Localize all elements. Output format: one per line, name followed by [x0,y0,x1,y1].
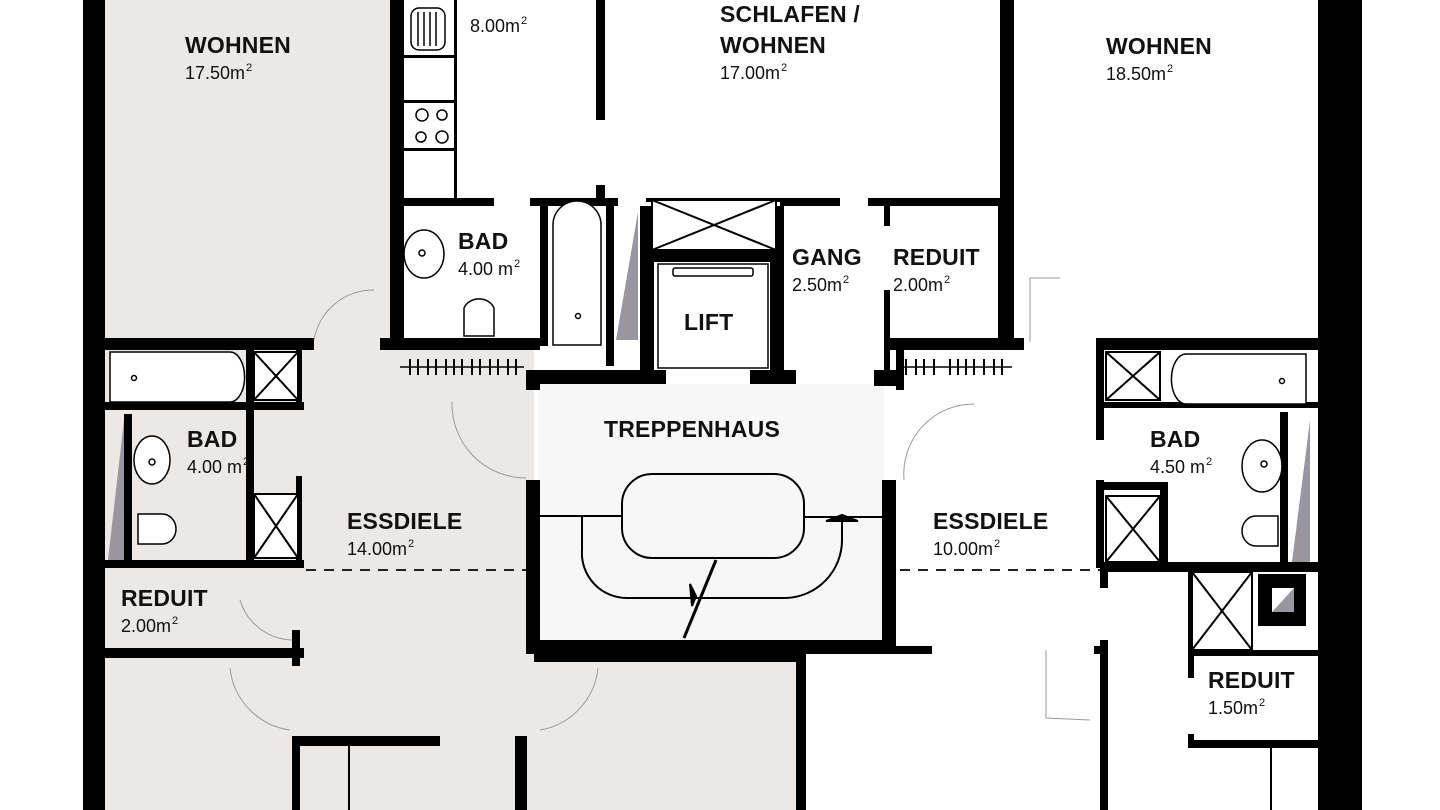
shaft-wedge-left [108,420,124,560]
room-label-reduit-top: REDUIT 2.00m2 [893,244,980,295]
wohnen-left-area [104,0,392,340]
room-name: BAD [458,228,509,254]
room-label-lift: LIFT [684,311,733,334]
room-name: WOHNEN [185,32,291,58]
room-area: 8.00m2 [470,15,528,36]
room-name-line1: SCHLAFEN / [720,1,860,27]
room-area: 14.00m2 [347,538,415,559]
sink-icons [133,229,1283,493]
room-name: BAD [1150,426,1201,452]
room-area: 2.00m2 [121,615,179,636]
room-name: TREPPENHAUS [604,416,781,442]
room-name: GANG [792,244,862,270]
shaft-wedge-top [616,212,638,340]
room-name: REDUIT [1208,667,1295,693]
room-label-bad-right: BAD 4.50 m2 [1150,426,1213,477]
room-area: 18.50m2 [1106,63,1174,84]
room-area: 2.50m2 [792,274,850,295]
interior-walls [104,0,1318,810]
bathtub-icons [109,200,1307,405]
room-name: WOHNEN [1106,33,1212,59]
room-area: 10.00m2 [933,538,1001,559]
staircase-icon [540,473,884,639]
room-area: 17.50m2 [185,62,253,83]
outer-walls [83,0,1362,810]
room-label-essdiele-right: ESSDIELE 10.00m2 [933,508,1049,559]
room-name-line2: WOHNEN [720,32,826,58]
room-area: 17.00m2 [720,62,788,83]
room-area: 2.00m2 [893,274,951,295]
radiator-icons [400,359,1012,375]
room-name: BAD [187,426,238,452]
shaft-icons [253,199,1253,651]
lift-icon [657,263,769,369]
room-name [470,0,527,10]
room-label-gang: GANG 2.50m2 [792,244,862,295]
left-lower-room-area [534,656,798,810]
room-label-kueche: 8.00m2 [470,0,528,36]
room-area: 4.00 m2 [458,258,521,279]
room-label-treppenhaus: TREPPENHAUS [604,418,780,441]
room-label-bad-top: BAD 4.00 m2 [458,228,521,279]
room-label-wohnen-left: WOHNEN 17.50m2 [185,32,291,83]
shaft-wedge-right [1292,420,1310,562]
toilet-icons [137,298,1279,547]
door-swings [229,277,1091,731]
room-name: REDUIT [121,585,208,611]
room-name: LIFT [684,309,734,335]
room-area: 4.00 m2 [187,456,250,477]
room-area: 1.50m2 [1208,697,1266,718]
room-label-reduit-left: REDUIT 2.00m2 [121,585,208,636]
room-area: 4.50 m2 [1150,456,1213,477]
room-label-wohnen-right: WOHNEN 18.50m2 [1106,33,1212,84]
room-label-reduit-right: REDUIT 1.50m2 [1208,667,1295,718]
room-label-essdiele-left: ESSDIELE 14.00m2 [347,508,463,559]
room-name: ESSDIELE [933,508,1049,534]
room-label-schlafen-wohnen: SCHLAFEN / WOHNEN 17.00m2 [720,1,860,83]
kitchen-icons [410,7,449,144]
room-name: REDUIT [893,244,980,270]
room-name: ESSDIELE [347,508,463,534]
room-label-bad-left: BAD 4.00 m2 [187,426,250,477]
chimney-shade [1272,588,1294,612]
